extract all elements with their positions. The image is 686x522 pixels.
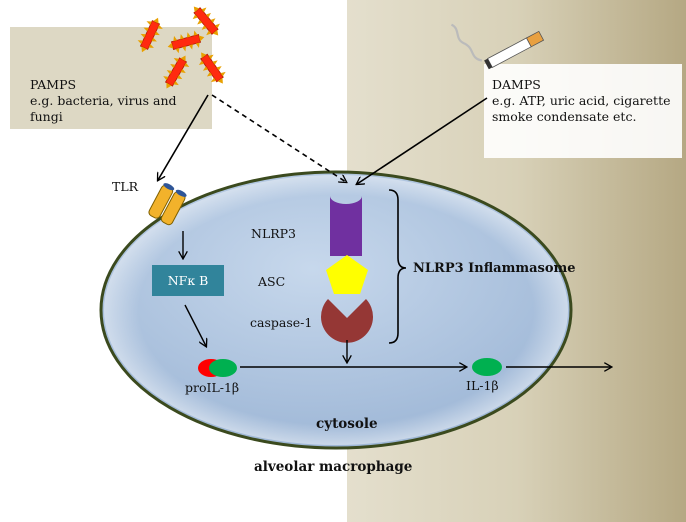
il1b-label: IL-1β — [466, 378, 499, 393]
cytosole-label: cytosole — [316, 416, 378, 432]
pamps-desc-line2: fungi — [30, 109, 63, 124]
pamps-to-nlrp3-arrow — [211, 94, 346, 182]
caspase1-label: caspase-1 — [250, 315, 312, 330]
pamps-desc-line1: e.g. bacteria, virus and — [30, 93, 177, 108]
nfkb-to-proil-arrow — [184, 304, 206, 346]
damps-desc-line2: smoke condensate etc. — [492, 109, 637, 124]
damps-to-nlrp3-arrow — [357, 97, 488, 184]
damps-desc-line1: e.g. ATP, uric acid, cigarette — [492, 93, 671, 108]
damps-box — [484, 64, 682, 158]
il1b-icon — [472, 358, 502, 376]
asc-label: ASC — [257, 274, 285, 289]
damps-title: DAMPS — [492, 77, 541, 92]
tlr-label: TLR — [112, 179, 139, 194]
pro-il1b-icon — [198, 359, 237, 377]
tlr-receptor-icon — [148, 183, 187, 226]
pro-il1b-label: proIL-1β — [185, 380, 239, 395]
inflammasome-bracket — [388, 189, 407, 344]
pamps-title: PAMPS — [30, 77, 77, 92]
nfkb-box — [152, 265, 224, 296]
cell-label: alveolar macrophage — [254, 459, 412, 475]
damps-text: DAMPS e.g. ATP, uric acid, cigarette smo… — [492, 77, 671, 125]
asc-icon — [326, 255, 368, 294]
cigarette-icon — [450, 23, 545, 70]
pamps-text: PAMPS e.g. bacteria, virus and fungi — [30, 77, 177, 125]
caspase1-icon — [321, 299, 373, 343]
nlrp3-icon — [330, 196, 362, 256]
nfkb-label: NFκ B — [168, 273, 209, 288]
pamps-to-tlr-arrow — [158, 94, 209, 180]
inflammasome-label: NLRP3 Inflammasome — [413, 261, 576, 276]
nlrp3-label: NLRP3 — [251, 226, 296, 241]
